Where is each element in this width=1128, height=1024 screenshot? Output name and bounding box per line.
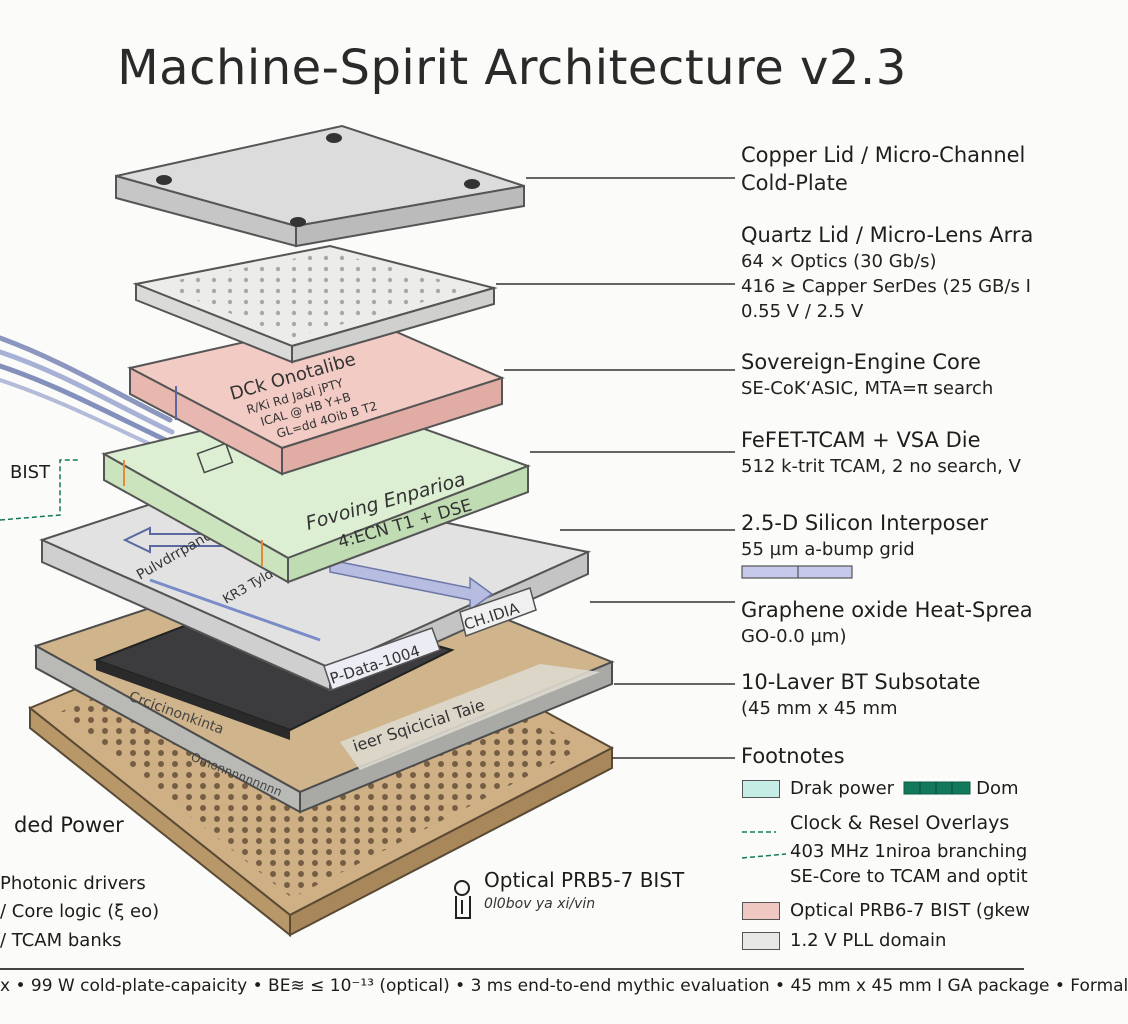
footnote-clock: Clock & Resel Overlays (790, 812, 1010, 834)
dark-power-bar (903, 781, 971, 795)
label-core: Sovereign-Engine Core SE-CoK‘ASIC, MTA=π… (741, 350, 993, 399)
left-power-item-1: Photonic drivers (0, 873, 146, 894)
label-substrate-title: 10-Laver BT Subsotate (741, 670, 981, 694)
footnote-bist-label: Optical PRB6-7 BIST (gkew (790, 900, 1030, 921)
label-graphene-title: Graphene oxide Heat-Sprea (741, 598, 1033, 622)
footnote-bist: Optical PRB6-7 BIST (gkew (742, 900, 1030, 921)
page-title: Machine-Spirit Architecture v2.3 (117, 40, 907, 96)
footnote-clock-detail-2: SE-Core to TCAM and optit (790, 866, 1028, 887)
optical-bist-title: Optical PRB5-7 BIST (484, 868, 685, 892)
optical-bist-sub: 0l0bov ya xi/vin (484, 896, 596, 912)
label-core-title: Sovereign-Engine Core (741, 350, 981, 374)
left-power-item-2: / Core logic (ξ eo) (0, 901, 160, 922)
label-tcam-title: FeFET-TCAM + VSA Die (741, 428, 981, 452)
copper-lid-layer (115, 124, 525, 248)
left-power-item-3: / TCAM banks (0, 930, 122, 951)
left-bist-fragment: BIST (10, 462, 51, 483)
label-interposer-title: 2.5-D Silicon Interposer (741, 511, 988, 535)
label-tcam-sub: 512 k-trit TCAM, 2 no search, V (741, 456, 1021, 477)
tcam-die-layer: Fovoing Enparioa 4:ECN T1 + DSE (101, 396, 531, 584)
quartz-lid-layer (132, 244, 498, 364)
label-quartz-lid-sub-2: 416 ≥ Capper SerDes (25 GB/s I (741, 276, 1031, 297)
footnote-pll: 1.2 V PLL domain (742, 930, 946, 951)
core-die-layer: DCk Onotalibe R/Ki Rd Ja&l jPTY ICAL @ H… (127, 314, 505, 476)
footnotes-title: Footnotes (741, 744, 845, 768)
label-quartz-lid-title: Quartz Lid / Micro-Lens Arra (741, 223, 1034, 247)
label-interposer-sub: 55 µm a-bump grid (741, 539, 915, 560)
label-core-sub: SE-CoK‘ASIC, MTA=π search (741, 378, 994, 399)
left-power-title: ded Power (14, 813, 124, 837)
label-copper-lid-sub: Cold-Plate (741, 171, 848, 195)
label-tcam: FeFET-TCAM + VSA Die 512 k-trit TCAM, 2 … (741, 428, 1021, 477)
exploded-stack-diagram: Crcicinonkinta ieer Sqicicial Taie Omonn… (0, 124, 971, 938)
optical-fiber-bundle (0, 335, 178, 458)
dark-power-swatch (742, 780, 780, 798)
footnote-dark-power-label: Drak power (790, 778, 895, 799)
label-quartz-lid: Quartz Lid / Micro-Lens Arra 64 × Optics… (741, 223, 1033, 322)
pll-swatch (742, 932, 780, 950)
footnote-pll-label: 1.2 V PLL domain (790, 930, 947, 951)
footer-specs: x • 99 W cold-plate-capaicity • BE≋ ≤ 10… (0, 976, 1128, 996)
leader-lines (496, 177, 735, 759)
optical-bist-callout: Optical PRB5-7 BIST 0l0bov ya xi/vin (452, 868, 684, 912)
label-substrate-sub: (45 mm x 45 mm (741, 698, 898, 719)
interposer-legend-bar (741, 565, 853, 579)
label-substrate: 10-Laver BT Subsotate (45 mm x 45 mm (741, 670, 980, 719)
label-quartz-lid-sub-3: 0.55 V / 2.5 V (741, 301, 864, 322)
label-copper-lid-title: Copper Lid / Micro-Channel (741, 143, 1026, 167)
footnote-dark-power-label-2: Dom (976, 778, 1019, 799)
label-graphene-sub: GO-0.0 µm) (741, 626, 847, 647)
probe-icon (454, 880, 471, 919)
label-interposer: 2.5-D Silicon Interposer 55 µm a-bump gr… (741, 511, 988, 560)
footer-divider (0, 968, 1024, 970)
label-copper-lid: Copper Lid / Micro-Channel Cold-Plate (741, 143, 1025, 195)
label-quartz-lid-sub-1: 64 × Optics (30 Gb/s) (741, 251, 937, 272)
footnote-dark-power: Drak power Dom (742, 778, 1019, 799)
label-graphene: Graphene oxide Heat-Sprea GO-0.0 µm) (741, 598, 1033, 647)
clock-overlay-marks (0, 459, 787, 859)
bist-swatch (742, 902, 780, 920)
footnote-clock-detail-1: 403 MHz 1niroa branching (790, 841, 1028, 862)
footnotes-title-text: Footnotes (741, 744, 845, 768)
